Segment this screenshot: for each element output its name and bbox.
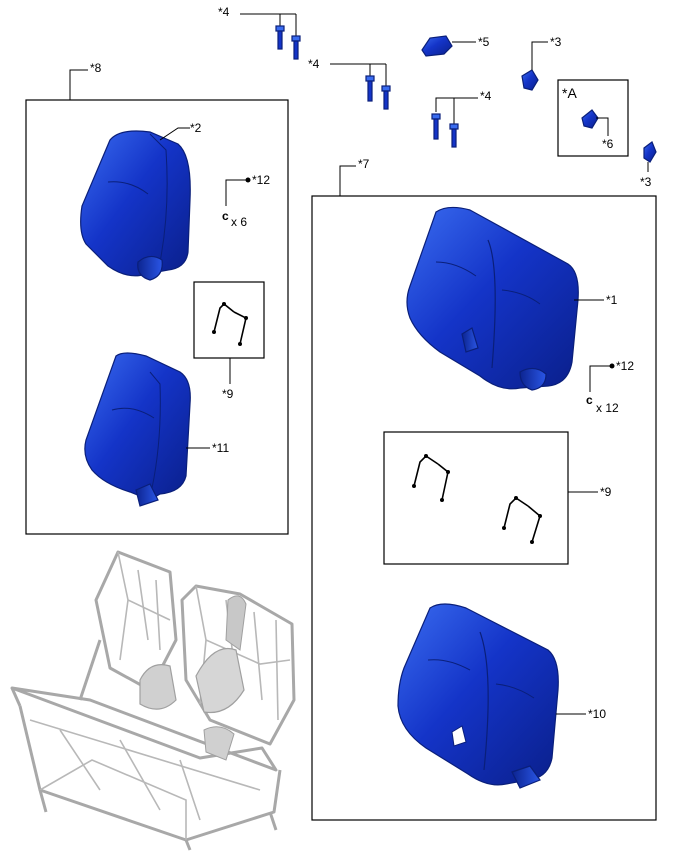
- label-7: *7: [358, 157, 370, 171]
- clip-part-3a: *3: [521, 35, 562, 91]
- seatback-board-small: [84, 352, 191, 507]
- label-4a: *4: [218, 5, 230, 19]
- label-1: *1: [606, 293, 618, 307]
- wire-clips-set-1: [412, 454, 450, 502]
- bolt: [365, 75, 375, 102]
- qty-6: x 6: [231, 215, 247, 229]
- bolt: [381, 85, 391, 110]
- seatback-wide: [406, 206, 579, 391]
- label-8: *8: [90, 61, 102, 75]
- group-box-7: *7 *1 *12 c x 12: [311, 157, 657, 821]
- label-10: *10: [588, 707, 606, 721]
- seatback-small: [80, 130, 191, 281]
- label-4c: *4: [480, 89, 492, 103]
- bolt: [449, 123, 459, 148]
- detail-a: *A *6: [557, 79, 629, 157]
- label-6: *6: [602, 137, 614, 151]
- seatback-board-wide: [397, 603, 559, 789]
- bolt: [275, 25, 285, 50]
- qty-12: x 12: [596, 401, 619, 415]
- bolt-group-3: *4: [431, 89, 492, 148]
- clip-part-3b: *3: [640, 141, 657, 189]
- label-3a: *3: [550, 35, 562, 49]
- label-12a: *12: [252, 173, 270, 187]
- label-2: *2: [190, 121, 202, 135]
- clip-glyph: c: [586, 393, 593, 407]
- bolt-group-2: *4: [308, 57, 391, 110]
- detail-a-label: *A: [562, 85, 577, 101]
- seat-frame: [10, 550, 296, 851]
- bolt-group-1: *4: [218, 5, 301, 60]
- label-12b: *12: [616, 359, 634, 373]
- wire-clips-set-2: [502, 496, 542, 544]
- label-11: *11: [212, 441, 229, 455]
- group-box-8: *8 *2 *12 c x 6 *9: [25, 61, 289, 535]
- bolt: [431, 113, 441, 140]
- label-4b: *4: [308, 57, 320, 71]
- label-5: *5: [478, 35, 490, 49]
- clip-glyph: c: [222, 209, 229, 223]
- label-9b: *9: [600, 485, 612, 499]
- wire-clips-pair: [212, 302, 248, 346]
- label-9a: *9: [222, 387, 234, 401]
- clip-part-5: *5: [421, 35, 490, 57]
- label-3b: *3: [640, 175, 652, 189]
- bolt: [291, 35, 301, 60]
